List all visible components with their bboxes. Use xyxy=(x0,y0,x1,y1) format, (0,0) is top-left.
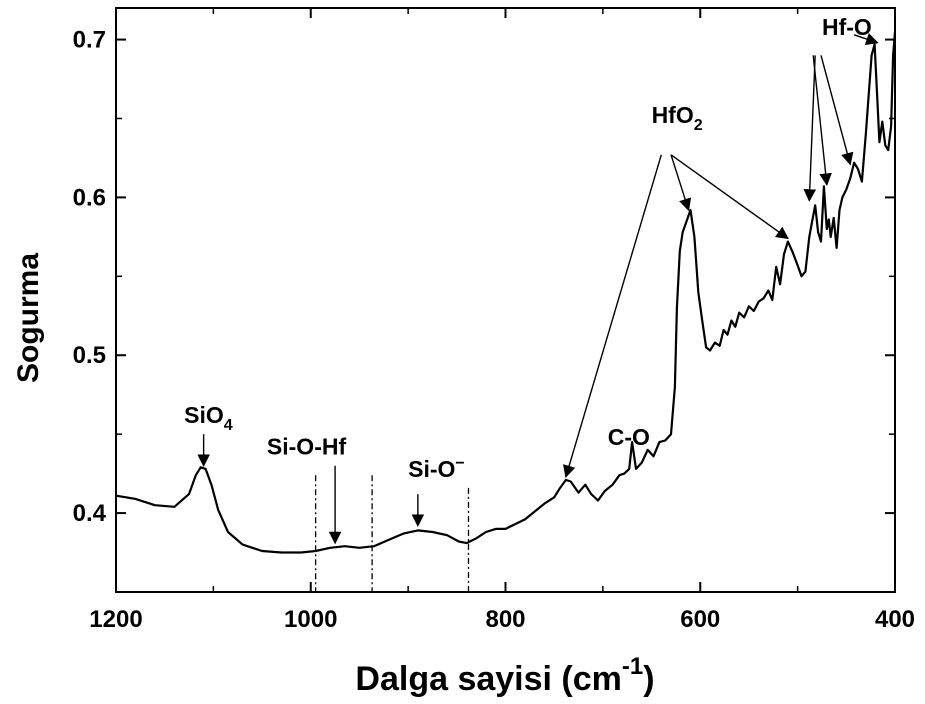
x-axis-title-sup: -1 xyxy=(622,653,643,680)
annotation-text: Si-O xyxy=(408,456,455,482)
plot-frame xyxy=(115,7,896,593)
annotation-subscript: 2 xyxy=(694,117,703,134)
annotation-text: Hf-O xyxy=(822,14,872,40)
y-axis-title: Sogurma xyxy=(12,253,45,383)
annotation-text: SiO xyxy=(184,402,224,428)
y-tick-label: 0.4 xyxy=(73,500,107,527)
annotation-arrow xyxy=(820,55,854,166)
annotation-label: Hf-O xyxy=(822,14,872,40)
annotation-subscript: 4 xyxy=(224,417,233,434)
spectrum-line xyxy=(115,31,897,554)
reference-lines xyxy=(314,475,470,592)
annotation-superscript: − xyxy=(455,455,464,472)
y-tick-label: 0.5 xyxy=(73,342,106,369)
x-axis-title-close: ) xyxy=(643,660,654,698)
annotation-label: SiO4 xyxy=(184,402,233,434)
annotation-arrow xyxy=(563,154,662,478)
x-tick-label: 400 xyxy=(875,606,915,633)
y-tick-label: 0.6 xyxy=(73,184,106,211)
x-axis-title: Dalga sayisi (cm-1) xyxy=(355,653,654,698)
annotation-arrow xyxy=(853,33,879,46)
x-tick-label: 600 xyxy=(680,606,720,633)
x-tick-label: 1000 xyxy=(284,606,337,633)
annotation-text: Si-O-Hf xyxy=(267,434,347,460)
annotation-label: C-O xyxy=(608,424,650,450)
annotation-text: HfO xyxy=(652,102,694,128)
annotation-label: HfO2 xyxy=(652,102,703,134)
annotation-arrow xyxy=(670,154,789,240)
annotation-arrow xyxy=(803,55,817,202)
y-tick-label: 0.7 xyxy=(73,27,106,54)
axes xyxy=(115,7,896,593)
annotation-arrow xyxy=(812,55,832,187)
x-tick-label: 800 xyxy=(485,606,525,633)
annotation-label: Si-O− xyxy=(408,455,465,482)
x-tick-label: 1200 xyxy=(89,606,142,633)
axis-ticks: 1200 1000 800 600 400 0.4 0.5 0.6 0.7 xyxy=(73,8,915,633)
annotation-arrows xyxy=(197,33,879,545)
annotation-text: C-O xyxy=(608,424,650,450)
x-axis-title-main: Dalga sayisi (cm xyxy=(355,660,621,698)
annotation-arrow xyxy=(670,154,692,212)
annotation-label: Si-O-Hf xyxy=(267,434,347,460)
